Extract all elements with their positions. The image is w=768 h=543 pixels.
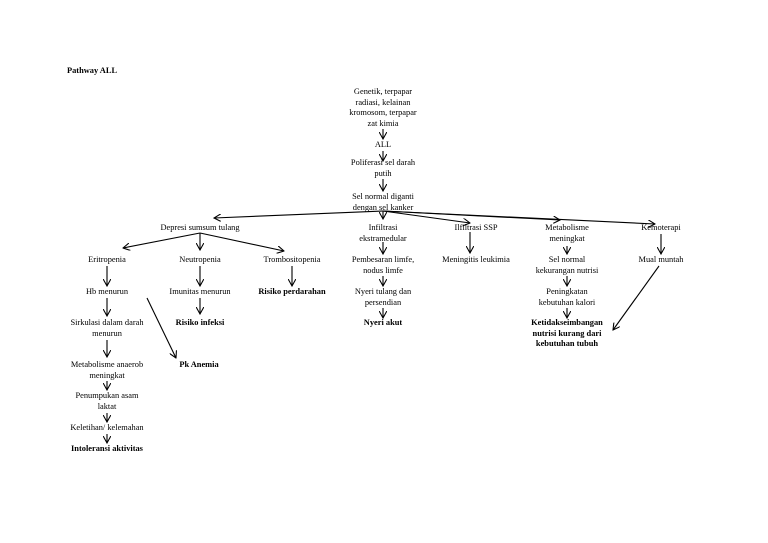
node-nyeri-akut: Nyeri akut — [364, 318, 402, 329]
node-line: Ilfiltrasi SSP — [454, 223, 498, 232]
node-line: Eritropenia — [88, 255, 126, 264]
node-line: meningkat — [89, 370, 125, 380]
node-line: Neutropenia — [179, 255, 221, 264]
node-pk-anemia: Pk Anemia — [179, 360, 218, 371]
node-line: Mual muntah — [638, 255, 684, 264]
node-line: Imunitas menurun — [169, 287, 231, 296]
node-neutropenia: Neutropenia — [179, 255, 220, 266]
node-line: Genetik, terpapar — [353, 87, 413, 96]
node-line: dengan sel kanker — [352, 202, 414, 212]
node-line: Sirkulasi dalam darah — [70, 318, 144, 327]
node-line: Metabolisme — [545, 223, 589, 232]
connector-arrow — [382, 210, 655, 224]
node-line: Metabolisme anaerob — [70, 360, 144, 369]
node-line: nodus limfe — [363, 265, 403, 275]
node-line: Trombositopenia — [263, 255, 321, 264]
node-trombositopenia: Trombositopenia — [264, 255, 321, 266]
connector-arrow — [199, 232, 284, 251]
node-all: ALL — [375, 140, 391, 151]
node-line: Pk Anemia — [179, 360, 219, 369]
node-risiko-perdarahan: Risiko perdarahan — [258, 287, 325, 298]
node-line: Pembesaran limfe, — [351, 255, 415, 264]
node-line: zat kimia — [367, 118, 399, 128]
node-keletihan: Keletihan/ kelemahan — [70, 423, 143, 434]
node-depresi: Depresi sumsum tulang — [160, 223, 239, 234]
connector-arrow — [613, 265, 660, 330]
node-line: nutrisi kurang dari — [532, 328, 602, 338]
node-line: Hb menurun — [85, 287, 129, 296]
node-line: Penumpukan asam — [75, 391, 139, 400]
node-line: persendian — [364, 297, 402, 307]
node-line: Risiko infeksi — [175, 318, 225, 327]
node-line: laktat — [97, 401, 117, 411]
node-line: meningkat — [549, 233, 585, 243]
node-line: Depresi sumsum tulang — [160, 223, 240, 232]
node-line: ekstramedular — [359, 233, 407, 243]
node-intoleransi: Intoleransi aktivitas — [71, 444, 143, 455]
node-line: kebutuhan kalori — [538, 297, 596, 307]
node-line: ALL — [374, 140, 392, 149]
node-line: Risiko perdarahan — [258, 287, 326, 296]
node-hb: Hb menurun — [86, 287, 128, 298]
node-line: Ketidakseimbangan — [531, 318, 603, 327]
node-line: Sel normal diganti — [352, 192, 414, 201]
node-line: Keletihan/ kelemahan — [70, 423, 144, 432]
node-eritropenia: Eritropenia — [88, 255, 126, 266]
node-line: Peningkatan — [546, 287, 588, 296]
connector-arrow — [214, 210, 384, 218]
connector-arrow — [123, 232, 201, 248]
node-mual: Mual muntah — [639, 255, 684, 266]
node-line: kebutuhan tubuh — [535, 339, 599, 349]
node-line: Poliferasi sel darah — [350, 158, 416, 167]
connector-arrow — [146, 297, 176, 358]
node-line: Nyeri akut — [363, 318, 403, 327]
node-line: Kemoterapi — [641, 223, 681, 232]
node-line: radiasi, kelainan — [355, 97, 411, 107]
node-pembesaran: Pembesaran limfe,nodus limfe — [352, 255, 414, 276]
node-risiko-infeksi: Risiko infeksi — [176, 318, 225, 329]
node-imunitas: Imunitas menurun — [169, 287, 230, 298]
node-line: kekurangan nutrisi — [535, 265, 599, 275]
node-meningitis: Meningitis leukimia — [442, 255, 510, 266]
node-line: Sel normal — [548, 255, 586, 264]
node-line: putih — [374, 168, 392, 178]
node-line: Infiltrasi — [368, 223, 398, 232]
diagram-title: Pathway ALL — [67, 66, 118, 75]
node-line: Meningitis leukimia — [442, 255, 510, 264]
node-line: menurun — [92, 328, 122, 338]
node-kemoterapi: Kemoterapi — [641, 223, 681, 234]
connector-arrow — [382, 210, 470, 223]
node-ilfiltrasi-ssp: Ilfiltrasi SSP — [454, 223, 497, 234]
node-line: Intoleransi aktivitas — [71, 444, 143, 453]
node-line: kromosom, terpapar — [349, 108, 417, 118]
node-line: Nyeri tulang dan — [354, 287, 412, 296]
